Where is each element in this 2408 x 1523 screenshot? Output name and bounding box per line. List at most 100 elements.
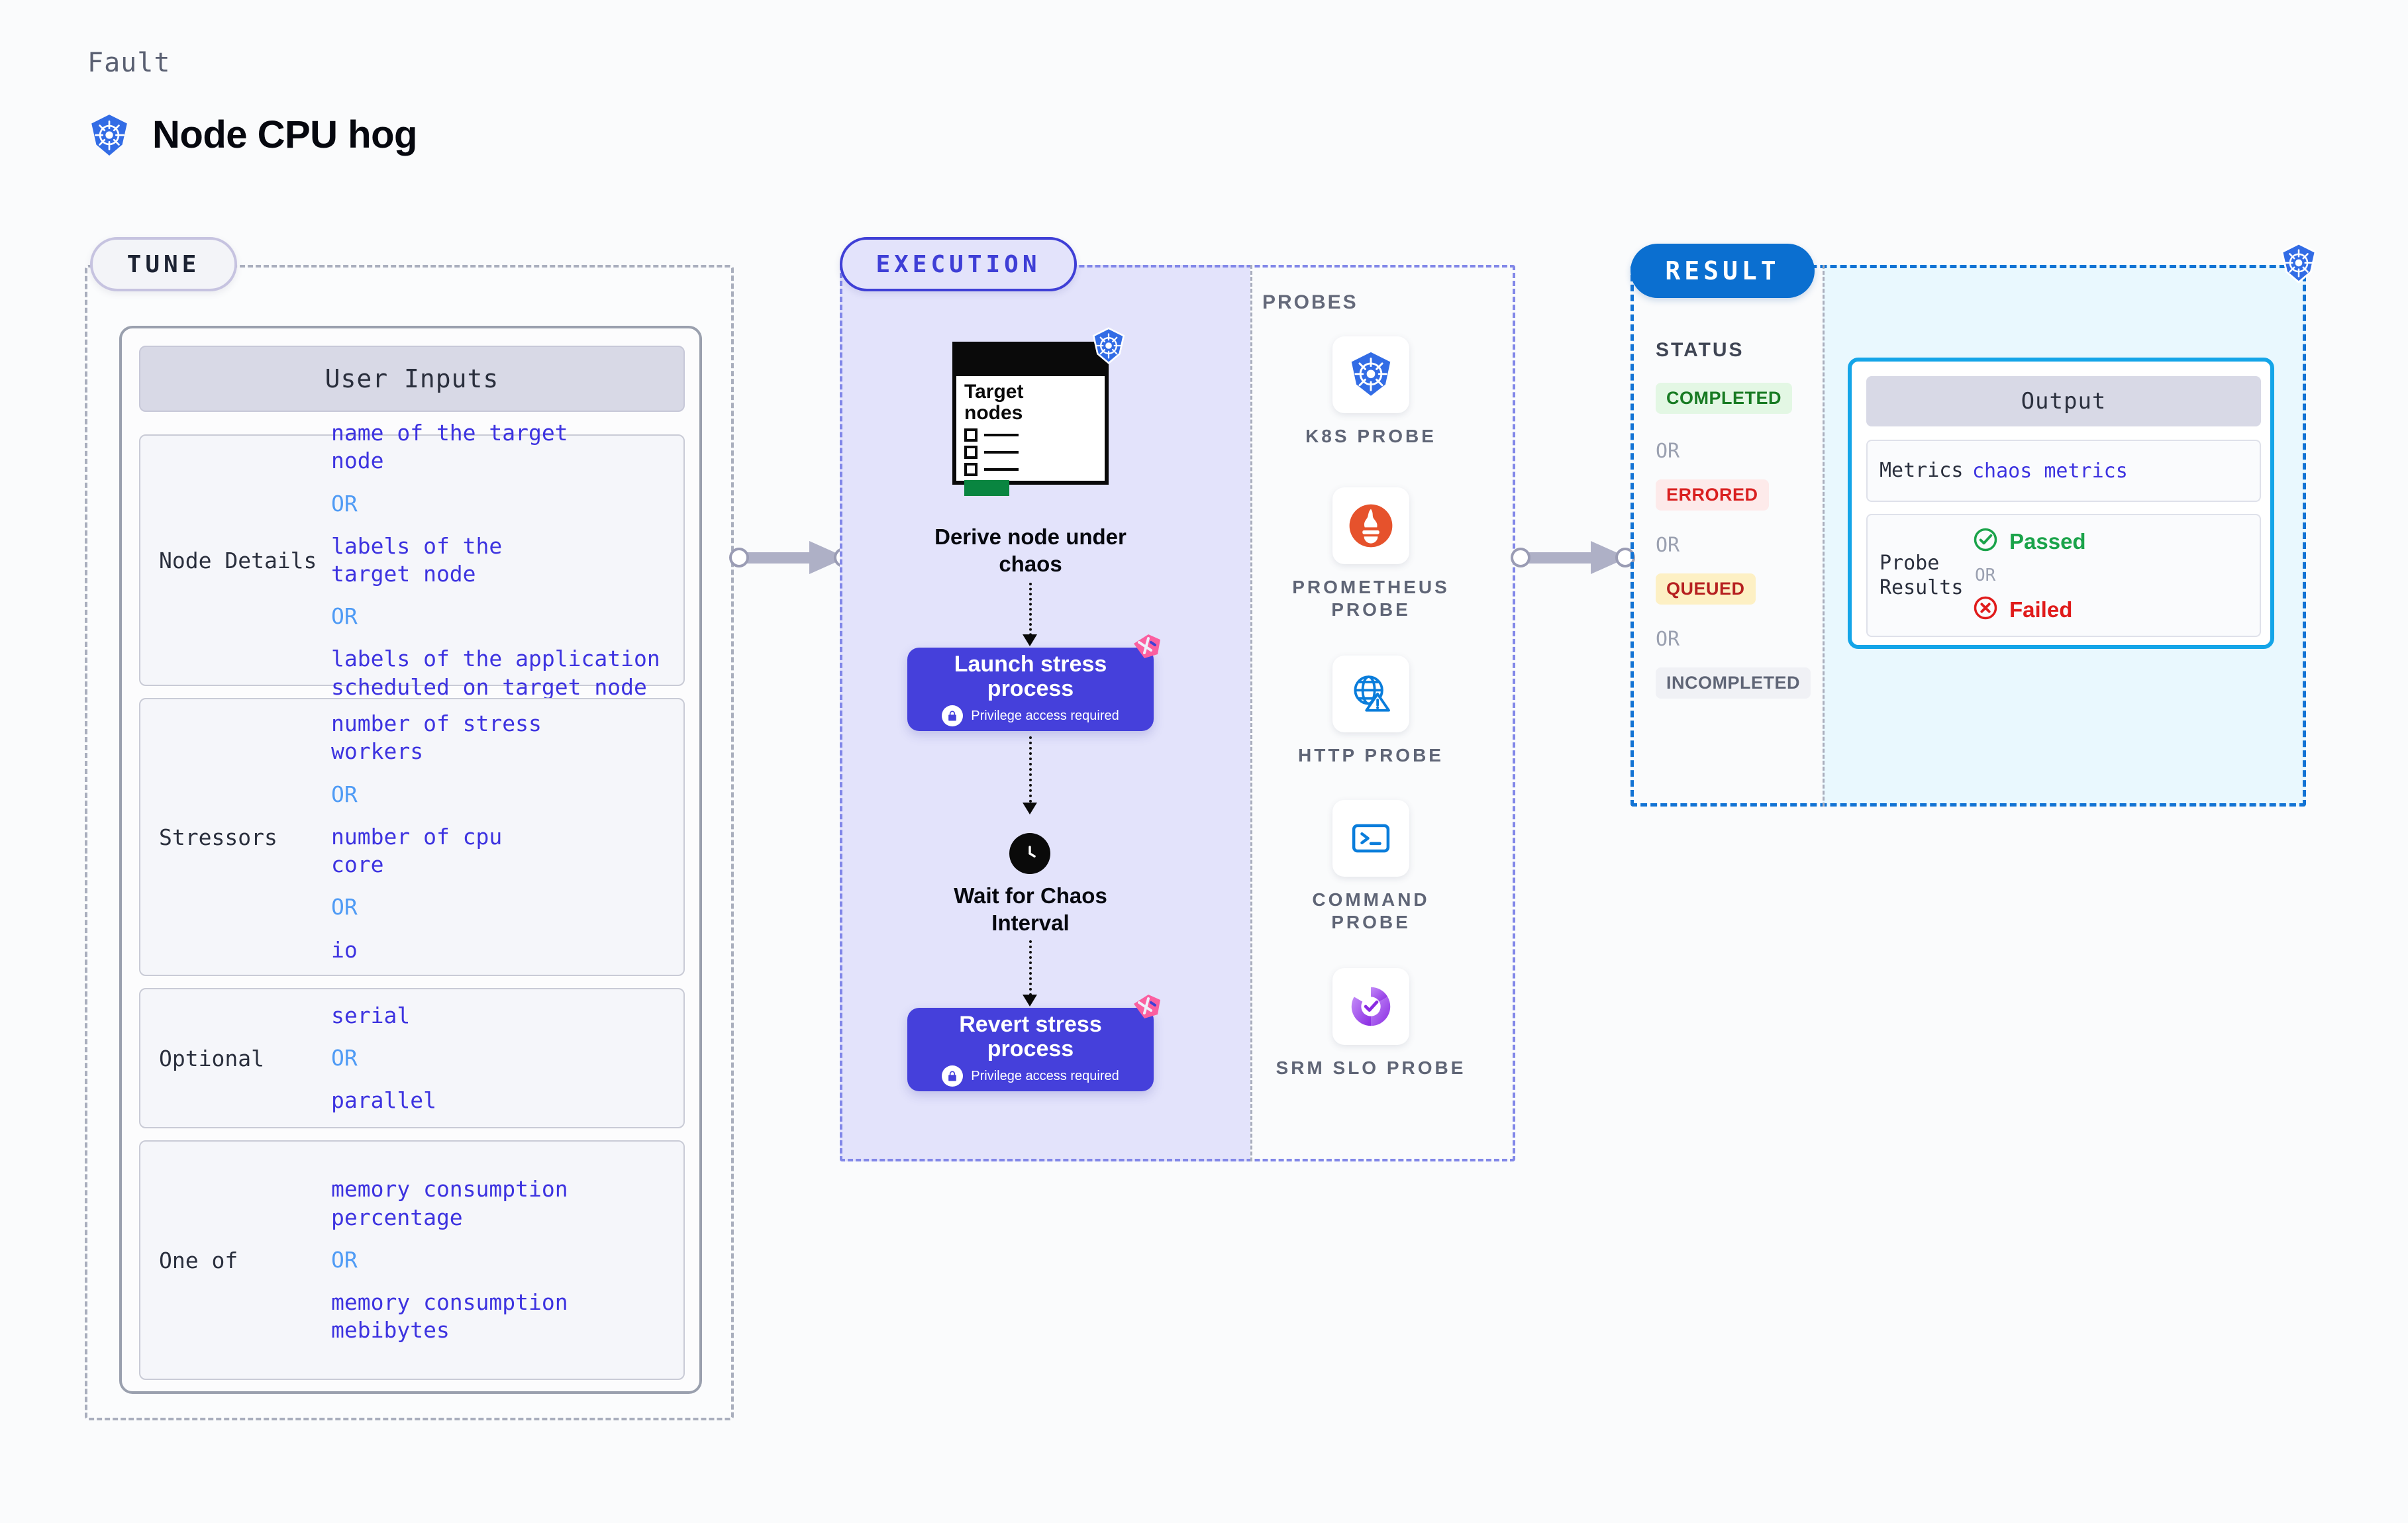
probe-http[interactable]: HTTP PROBE	[1272, 656, 1470, 767]
flow-connector	[1029, 583, 1032, 641]
privilege-note: Privilege access required	[942, 705, 1119, 727]
value-text: labels of the application scheduled on t…	[331, 646, 660, 700]
or-separator: OR	[1656, 628, 1680, 651]
fault-kicker: Fault	[87, 48, 171, 78]
globe-warning-icon	[1332, 656, 1409, 732]
value-text: number of stress workers	[331, 711, 542, 765]
user-inputs-card: User Inputs Node Details name of the tar…	[119, 326, 702, 1394]
probe-label: SRM SLO PROBE	[1276, 1057, 1466, 1078]
output-header: Output	[1866, 376, 2261, 426]
document-title-bar	[956, 346, 1105, 376]
probe-srm-slo[interactable]: SRM SLO PROBE	[1272, 968, 1470, 1079]
terminal-icon	[1332, 800, 1409, 877]
probe-label: HTTP PROBE	[1298, 745, 1444, 765]
value-text: parallel	[331, 1087, 436, 1114]
connector-arrow-tune-execution	[728, 538, 854, 581]
or-separator: OR	[331, 781, 358, 807]
execution-region	[840, 265, 1515, 1161]
flow-connector	[1029, 736, 1032, 808]
step-caption-wait-interval: Wait for Chaos Interval	[954, 883, 1107, 936]
value-text: labels of the target node	[331, 532, 503, 587]
execution-probes-divider	[1250, 265, 1252, 1161]
status-label: STATUS	[1656, 339, 1744, 361]
kubernetes-icon	[1090, 327, 1127, 368]
chaos-ribbon-icon	[1131, 993, 1163, 1026]
input-row-one-of[interactable]: One of memory consumption percentage OR …	[139, 1140, 685, 1380]
or-separator: OR	[331, 603, 358, 630]
row-label: Optional	[159, 1045, 264, 1071]
document-title: Target nodes	[964, 381, 1024, 424]
probe-prometheus[interactable]: PROMETHEUS PROBE	[1272, 487, 1470, 621]
slo-donut-check-icon	[1332, 968, 1409, 1045]
result-inner-divider	[1823, 265, 1825, 807]
x-circle-icon	[1972, 595, 1999, 624]
checkbox-icon	[964, 428, 978, 442]
or-separator: OR	[331, 490, 358, 516]
connector-arrow-execution-result	[1510, 538, 1636, 581]
privilege-note: Privilege access required	[942, 1065, 1119, 1087]
card-title: Launch stress process	[954, 651, 1107, 701]
value-text: number of cpu core	[331, 823, 503, 878]
probe-command[interactable]: COMMAND PROBE	[1272, 800, 1470, 934]
line-dash	[984, 450, 1019, 454]
value-text: memory consumption percentage	[331, 1176, 568, 1230]
probe-label: PROMETHEUS PROBE	[1292, 577, 1450, 620]
lock-icon	[942, 705, 964, 727]
output-card: Output Metrics chaos metrics Probe Resul…	[1848, 358, 2274, 649]
row-values: memory consumption percentage OR memory …	[331, 1175, 683, 1344]
line-dash	[984, 467, 1019, 471]
page-title: Node CPU hog	[152, 113, 417, 156]
kubernetes-icon	[87, 113, 131, 157]
checklist-item	[964, 462, 1105, 476]
row-label: One of	[159, 1247, 238, 1273]
card-title: Revert stress process	[959, 1011, 1102, 1061]
privilege-note-text: Privilege access required	[971, 708, 1119, 723]
checkbox-icon	[964, 462, 978, 476]
input-row-optional[interactable]: Optional serial OR parallel	[139, 988, 685, 1128]
launch-stress-process-card[interactable]: Launch stress process Privilege access r…	[907, 634, 1160, 731]
row-label: Node Details	[159, 547, 317, 573]
flow-arrowhead	[1021, 993, 1038, 1011]
value-text: memory consumption mebibytes	[331, 1289, 568, 1344]
passed-text: Passed	[2009, 528, 2086, 554]
or-separator: OR	[1656, 534, 1680, 557]
kubernetes-icon	[1332, 336, 1409, 413]
step-caption-derive-node: Derive node under chaos	[934, 524, 1127, 577]
clock-icon	[1009, 833, 1050, 874]
prometheus-torch-icon	[1332, 487, 1409, 564]
probe-result-passed: Passed	[1972, 526, 2086, 556]
or-separator: OR	[1656, 440, 1680, 463]
progress-bar	[964, 479, 1009, 496]
flow-arrowhead	[1021, 801, 1038, 819]
checklist-item	[964, 428, 1105, 442]
document-checklist	[956, 424, 1105, 476]
output-row-metrics[interactable]: Metrics chaos metrics	[1866, 440, 2261, 502]
checklist-item	[964, 445, 1105, 459]
fault-title-row: Node CPU hog	[87, 113, 417, 157]
result-badge: RESULT	[1630, 244, 1815, 298]
probe-label: COMMAND PROBE	[1312, 889, 1430, 933]
line-dash	[984, 433, 1019, 436]
input-row-stressors[interactable]: Stressors number of stress workers OR nu…	[139, 698, 685, 976]
status-badge-errored: ERRORED	[1656, 479, 1769, 511]
value-text: io	[331, 936, 358, 963]
lock-icon	[942, 1065, 964, 1087]
kubernetes-icon	[2278, 242, 2319, 287]
row-label: Stressors	[159, 824, 277, 850]
output-row-probe-results[interactable]: Probe Results Passed OR	[1866, 514, 2261, 637]
target-nodes-document: Target nodes	[952, 327, 1125, 496]
privilege-note-text: Privilege access required	[971, 1068, 1119, 1083]
chaos-ribbon-icon	[1131, 633, 1163, 665]
user-inputs-header: User Inputs	[139, 346, 685, 412]
flow-arrowhead	[1021, 633, 1038, 651]
revert-stress-process-card[interactable]: Revert stress process Privilege access r…	[907, 995, 1160, 1091]
input-row-node-details[interactable]: Node Details name of the target node OR …	[139, 420, 685, 700]
or-separator: OR	[331, 1246, 358, 1273]
row-values: name of the target node OR labels of the…	[331, 419, 683, 701]
row-label: Probe Results	[1880, 551, 1964, 600]
status-badge-completed: COMPLETED	[1656, 383, 1793, 414]
execution-badge: EXECUTION	[840, 237, 1077, 291]
tune-badge: TUNE	[90, 237, 237, 291]
probe-k8s[interactable]: K8S PROBE	[1272, 336, 1470, 448]
status-badge-incompleted: INCOMPLETED	[1656, 667, 1811, 699]
